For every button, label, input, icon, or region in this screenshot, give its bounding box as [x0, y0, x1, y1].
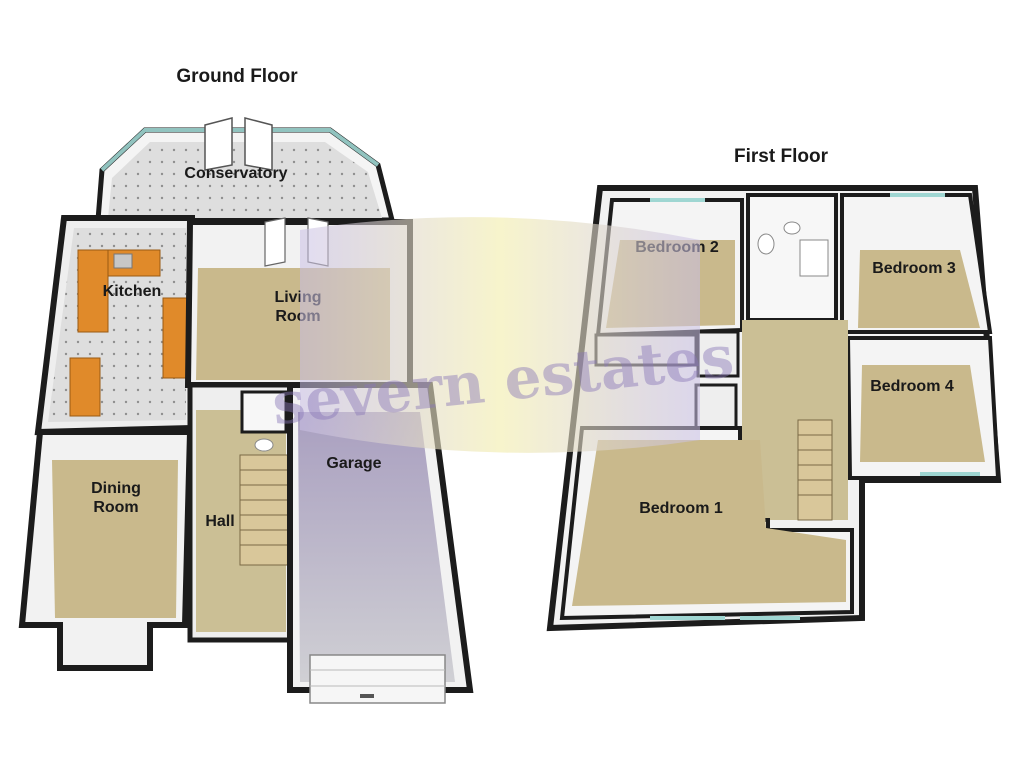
ground-floor-title: Ground Floor [176, 66, 298, 87]
landing-area [742, 320, 848, 521]
garage-label: Garage [326, 455, 381, 472]
bedroom-1-label: Bedroom 1 [639, 500, 723, 517]
conservatory-doors [204, 117, 273, 171]
bedroom-3-room [840, 193, 993, 334]
hall-stairs [239, 454, 289, 566]
landing-stairs [797, 419, 833, 521]
bedroom-4-label: Bedroom 4 [870, 378, 954, 395]
bedroom-3-label: Bedroom 3 [872, 260, 956, 277]
dining-room-label-line2: Room [93, 499, 138, 516]
kitchen-label: Kitchen [103, 283, 162, 300]
bedroom-4-room [845, 336, 1001, 480]
hall-label: Hall [205, 513, 234, 530]
garage-door [309, 654, 446, 704]
garage-room [287, 382, 474, 704]
conservatory-label: Conservatory [184, 165, 287, 182]
bedroom-1-room [559, 426, 854, 621]
conservatory-room [95, 117, 396, 223]
bathroom-room [746, 193, 838, 322]
hall-room [187, 382, 293, 643]
first-floor-title: First Floor [734, 146, 829, 167]
kitchen-worktop [69, 249, 188, 417]
kitchen-room [34, 215, 195, 436]
dining-room [18, 429, 194, 671]
dining-room-label-line1: Dining [91, 480, 141, 497]
watermark: severn estates [269, 217, 737, 453]
